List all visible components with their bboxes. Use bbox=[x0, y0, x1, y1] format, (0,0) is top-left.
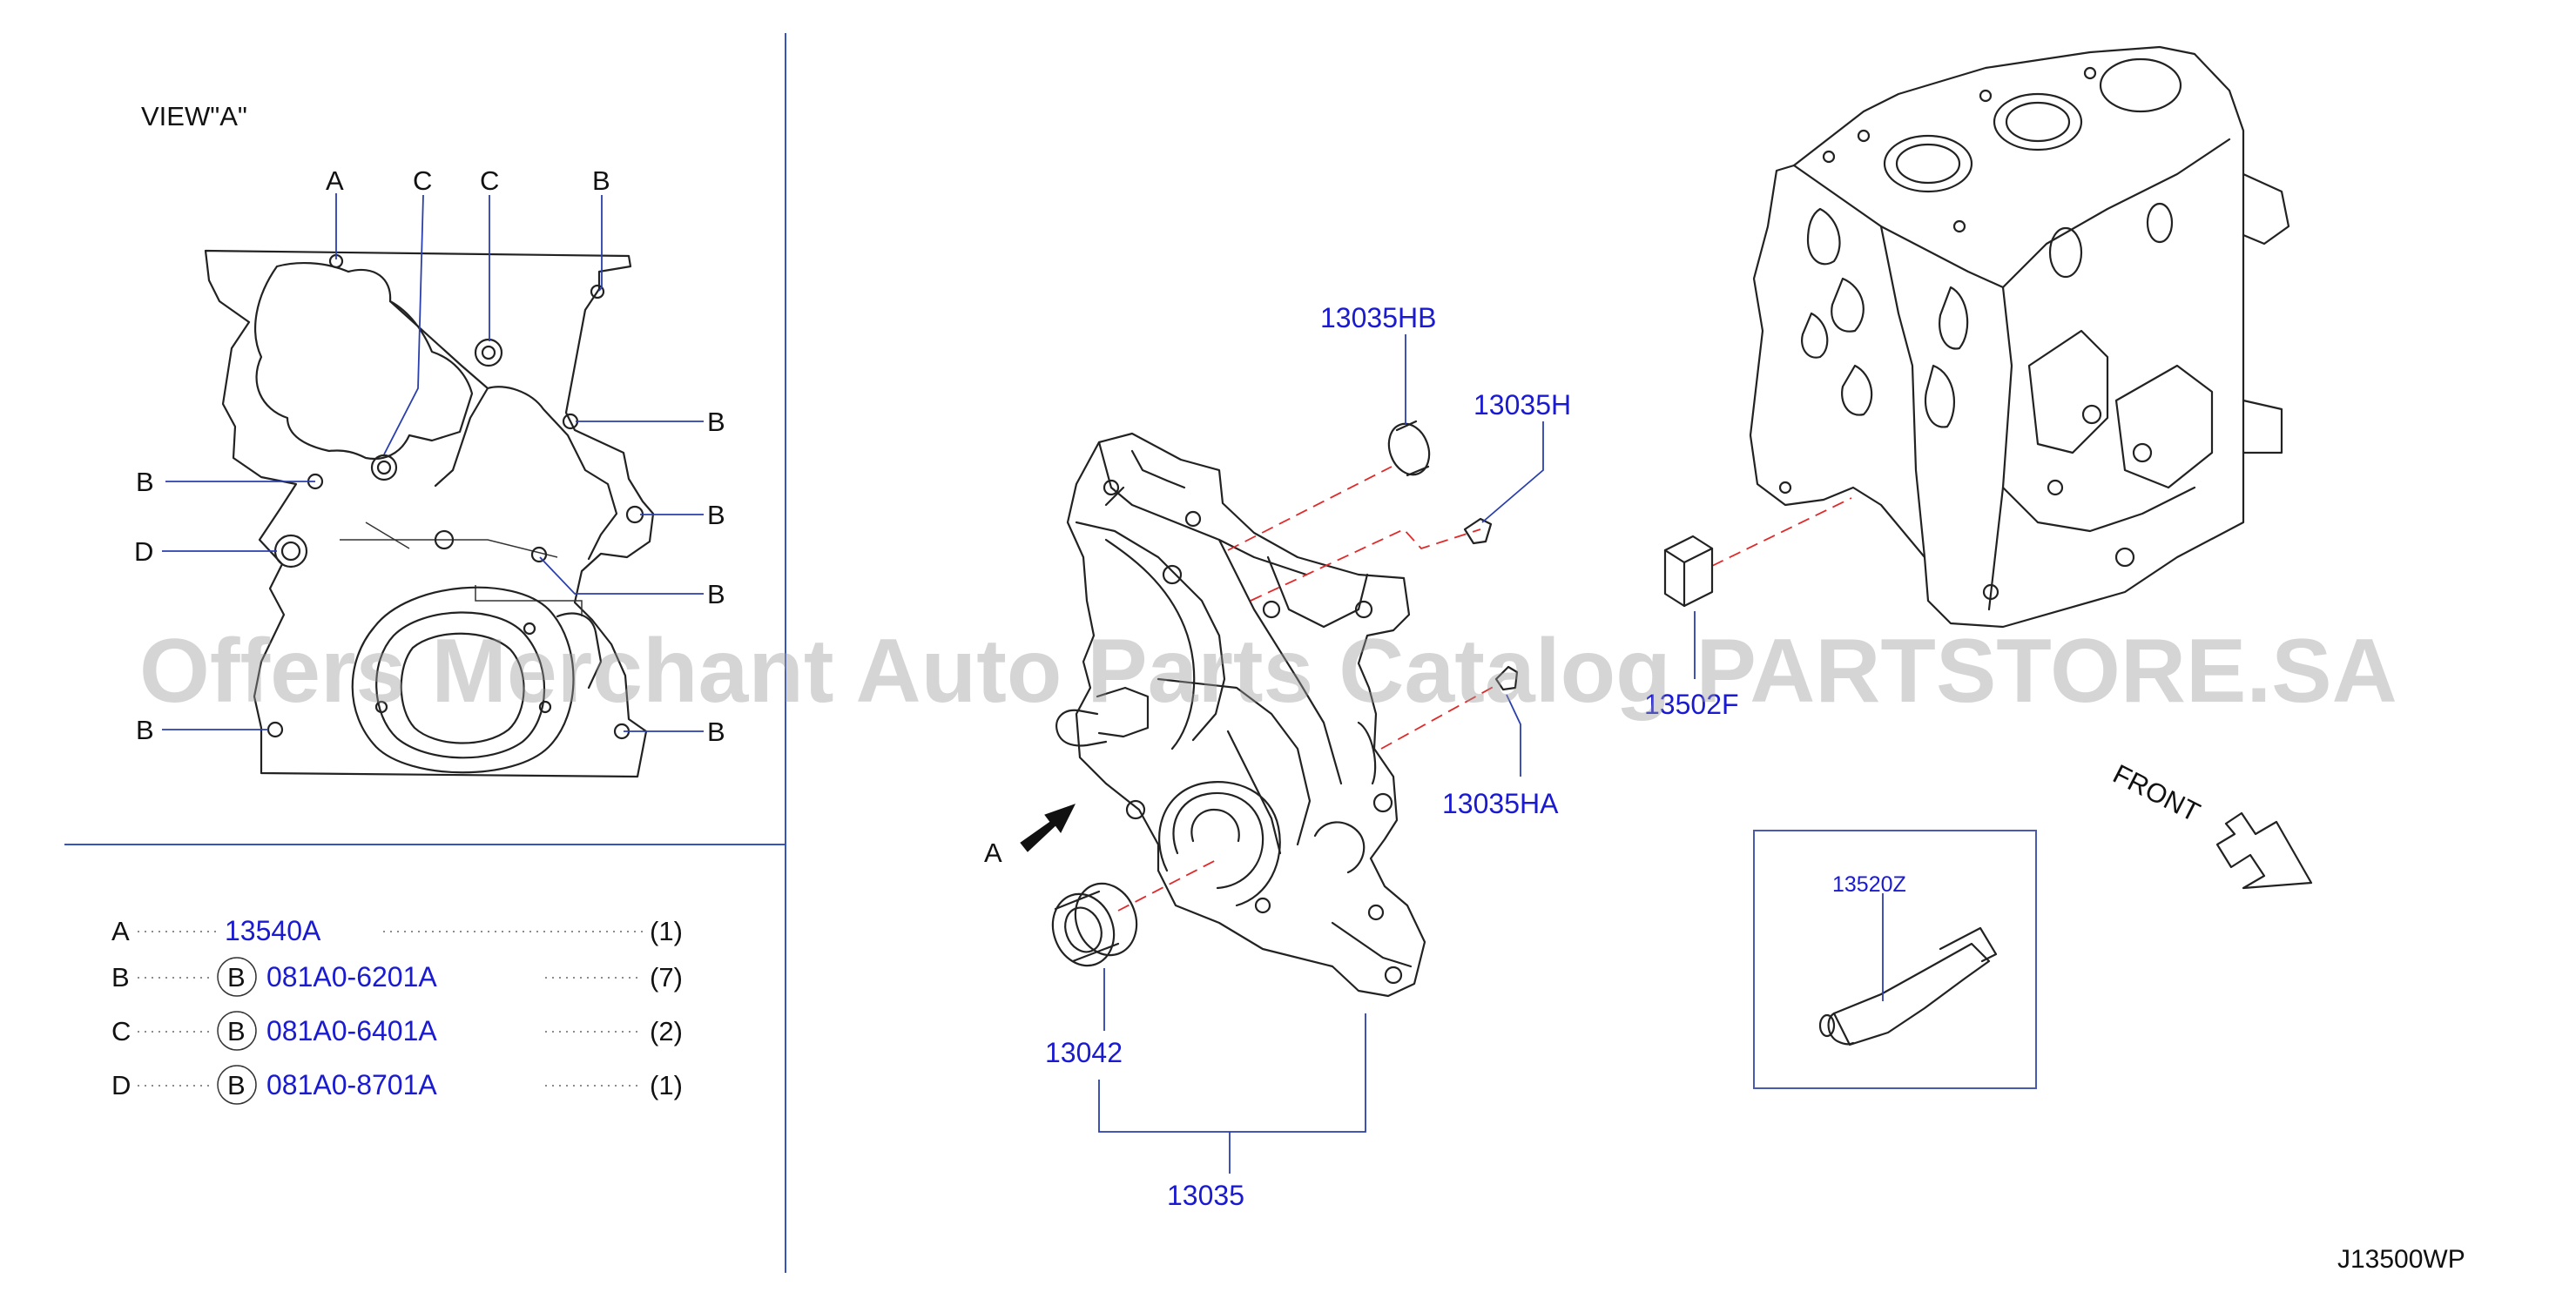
front-label: FRONT bbox=[2108, 758, 2205, 828]
legend-part-081a0-6201a[interactable]: 081A0-6201A bbox=[266, 961, 437, 993]
svg-text:B: B bbox=[227, 1070, 246, 1100]
block-seal-13502f bbox=[1663, 535, 1714, 608]
part-leaders bbox=[1098, 334, 1696, 1174]
callout-b-top: B bbox=[592, 165, 610, 196]
liquid-gasket-box bbox=[1753, 830, 2037, 1089]
liquid-gasket-tube bbox=[1818, 893, 1998, 1046]
legend-part-13540a[interactable]: 13540A bbox=[225, 915, 321, 946]
view-direction-arrow-icon bbox=[1020, 804, 1076, 852]
svg-text:(7): (7) bbox=[650, 962, 683, 993]
part-label-13520z[interactable]: 13520Z bbox=[1832, 872, 1906, 897]
legend-part-081a0-8701a[interactable]: 081A0-8701A bbox=[266, 1069, 437, 1100]
timing-chain-cover bbox=[1055, 432, 1426, 998]
callout-b-right-1: B bbox=[707, 407, 725, 437]
callout-a: A bbox=[326, 165, 344, 196]
part-label-13035ha[interactable]: 13035HA bbox=[1442, 788, 1559, 819]
legend-row-c: C B 081A0-6401A (2) bbox=[111, 1011, 683, 1051]
cylinder-block bbox=[1749, 45, 2290, 629]
svg-text:B: B bbox=[227, 962, 246, 993]
legend-row-d: D B 081A0-8701A (1) bbox=[111, 1065, 683, 1105]
plug-13035ha bbox=[1494, 665, 1519, 691]
callout-b-right-2: B bbox=[707, 500, 725, 530]
part-label-13035hb[interactable]: 13035HB bbox=[1320, 302, 1436, 333]
view-label: VIEW"A" bbox=[141, 101, 247, 131]
svg-text:D: D bbox=[111, 1070, 131, 1100]
plug-13035hb bbox=[1387, 420, 1431, 477]
svg-text:(1): (1) bbox=[650, 916, 683, 946]
part-label-13042[interactable]: 13042 bbox=[1045, 1037, 1123, 1068]
legend-row-b: B B 081A0-6201A (7) bbox=[111, 957, 683, 997]
callout-b-left-2: B bbox=[136, 715, 154, 745]
svg-text:C: C bbox=[111, 1016, 131, 1046]
diagram-code: J13500WP bbox=[2337, 1245, 2465, 1274]
svg-text:(2): (2) bbox=[650, 1016, 683, 1046]
svg-text:A: A bbox=[111, 916, 130, 946]
watermark: Offers Merchant Auto Parts Catalog PARTS… bbox=[139, 621, 2397, 722]
part-label-13502f[interactable]: 13502F bbox=[1644, 689, 1739, 720]
plug-13035h bbox=[1463, 517, 1493, 545]
callout-b-right-4: B bbox=[707, 717, 725, 747]
svg-text:B: B bbox=[227, 1016, 246, 1046]
callout-b-right-3: B bbox=[707, 579, 725, 609]
callout-c-1: C bbox=[413, 165, 432, 196]
legend-part-081a0-6401a[interactable]: 081A0-6401A bbox=[266, 1015, 437, 1046]
view-a-leaders bbox=[162, 193, 704, 732]
part-label-13035[interactable]: 13035 bbox=[1167, 1180, 1244, 1211]
callout-b-left-1: B bbox=[136, 467, 154, 497]
front-arrow-icon bbox=[2215, 811, 2313, 890]
svg-text:B: B bbox=[111, 962, 130, 993]
assembly-guides bbox=[1117, 466, 1852, 912]
arrow-a-label: A bbox=[984, 838, 1002, 868]
svg-text:(1): (1) bbox=[650, 1070, 683, 1100]
legend-row-a: A 13540A (1) bbox=[111, 915, 683, 946]
part-label-13035h[interactable]: 13035H bbox=[1473, 389, 1571, 421]
callout-d: D bbox=[134, 536, 153, 567]
front-oil-seal bbox=[1051, 882, 1138, 967]
callout-c-2: C bbox=[480, 165, 499, 196]
